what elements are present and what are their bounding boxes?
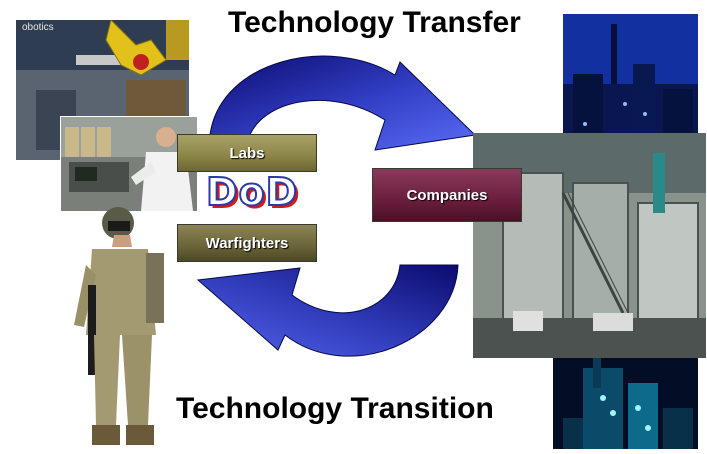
labs-box: Labs bbox=[177, 134, 317, 172]
refinery-cyan-photo bbox=[553, 358, 698, 449]
robotics-sign-text: obotics bbox=[22, 22, 54, 33]
title-technology-transition: Technology Transition bbox=[176, 392, 494, 425]
companies-box: Companies bbox=[372, 168, 522, 222]
transition-arrow bbox=[196, 264, 459, 357]
dod-logo-text: DoD bbox=[205, 169, 299, 215]
lab-technician-photo bbox=[60, 116, 198, 212]
cycle-arrows bbox=[196, 55, 477, 357]
robotics-lab-photo: obotics bbox=[16, 20, 189, 160]
factory-photo bbox=[473, 133, 706, 358]
warfighters-box: Warfighters bbox=[177, 224, 317, 262]
title-technology-transfer: Technology Transfer bbox=[228, 6, 521, 39]
transfer-arrow bbox=[209, 55, 477, 151]
soldier-illustration bbox=[70, 205, 175, 449]
